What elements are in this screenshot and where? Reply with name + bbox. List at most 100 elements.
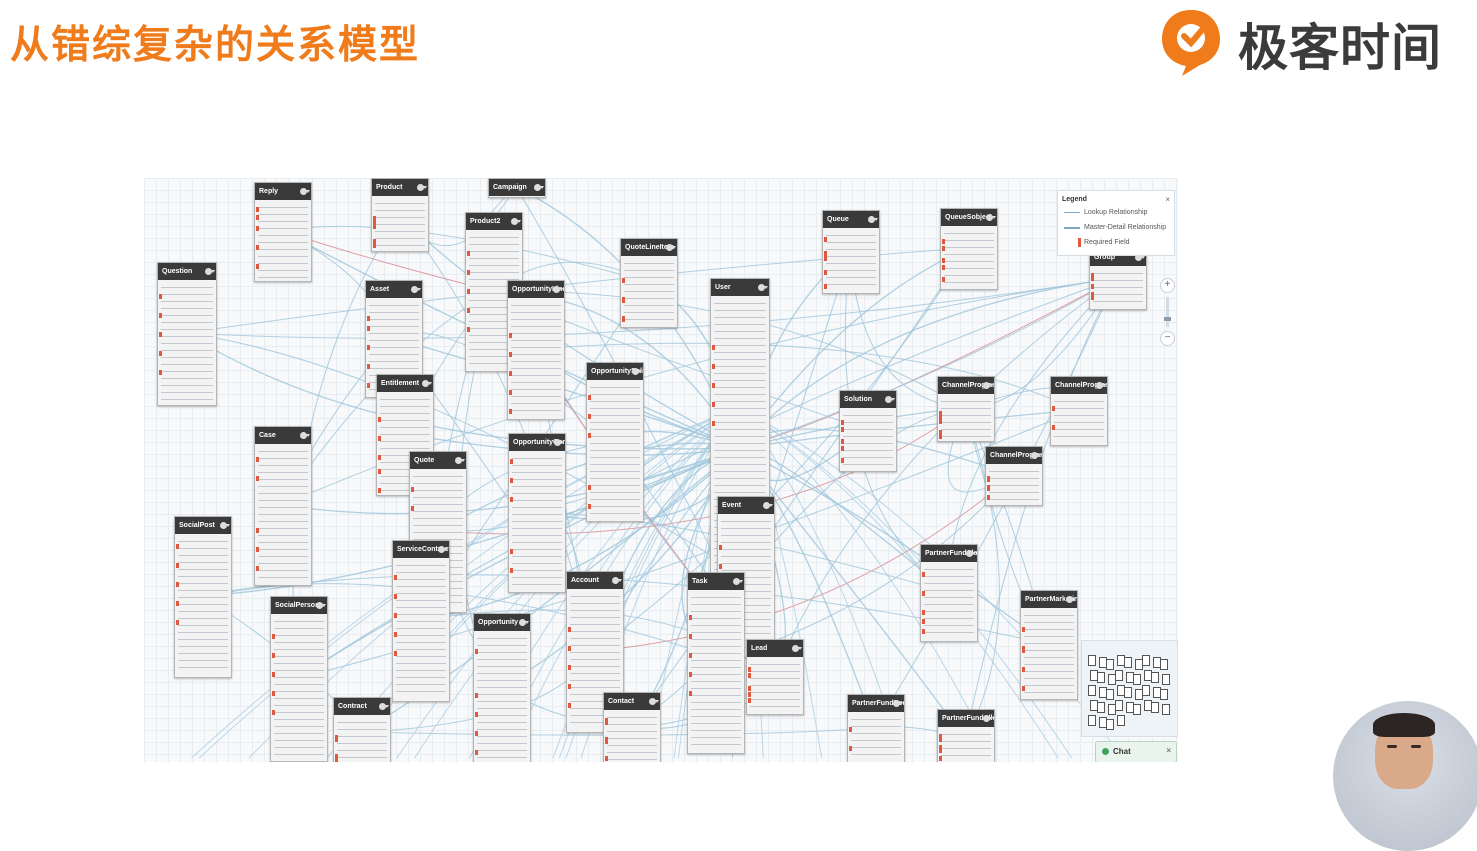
object-node-asset[interactable]: Asset [365, 280, 423, 398]
chevron-down-icon[interactable] [560, 441, 564, 444]
chevron-down-icon[interactable] [739, 580, 743, 583]
object-node-quotelineitem[interactable]: QuoteLineItem [620, 238, 678, 328]
gear-icon[interactable] [758, 284, 765, 291]
gear-icon[interactable] [411, 286, 418, 293]
object-node-queuesobject[interactable]: QueueSobject [940, 208, 998, 290]
chevron-down-icon[interactable] [444, 548, 448, 551]
gear-icon[interactable] [885, 396, 892, 403]
object-node-opportunitysplit[interactable]: OpportunitySplit [586, 362, 644, 522]
gear-icon[interactable] [417, 184, 424, 191]
gear-icon[interactable] [612, 577, 619, 584]
chevron-down-icon[interactable] [1072, 598, 1076, 601]
chevron-down-icon[interactable] [461, 459, 465, 462]
gear-icon[interactable] [763, 502, 770, 509]
object-node-partnerfundclaim[interactable]: PartnerFundClaim [920, 544, 978, 642]
minimap[interactable] [1081, 640, 1178, 737]
gear-icon[interactable] [511, 218, 518, 225]
object-node-channelprogram[interactable]: ChannelProgram [937, 376, 995, 442]
chevron-down-icon[interactable] [322, 604, 326, 607]
gear-icon[interactable] [893, 700, 900, 707]
chevron-down-icon[interactable] [385, 705, 389, 708]
zoom-slider[interactable] [1163, 297, 1171, 327]
gear-icon[interactable] [966, 550, 973, 557]
chevron-down-icon[interactable] [638, 370, 642, 373]
object-node-task[interactable]: Task [687, 572, 745, 754]
gear-icon[interactable] [1031, 452, 1038, 459]
chevron-down-icon[interactable] [428, 382, 432, 385]
gear-icon[interactable] [792, 645, 799, 652]
object-node-opportunity[interactable]: Opportunity [473, 613, 531, 762]
gear-icon[interactable] [983, 715, 990, 722]
chevron-down-icon[interactable] [226, 524, 230, 527]
chevron-down-icon[interactable] [211, 270, 215, 273]
gear-icon[interactable] [666, 244, 673, 251]
gear-icon[interactable] [316, 602, 323, 609]
object-node-partnerfundallocation[interactable]: PartnerFundAllocation [937, 709, 995, 762]
object-node-question[interactable]: Question [157, 262, 217, 406]
chevron-down-icon[interactable] [1141, 256, 1145, 259]
gear-icon[interactable] [983, 382, 990, 389]
object-node-socialpersona[interactable]: SocialPersona [270, 596, 328, 762]
gear-icon[interactable] [519, 619, 526, 626]
chevron-down-icon[interactable] [655, 700, 659, 703]
object-node-campaign[interactable]: Campaign [488, 178, 546, 198]
object-node-partnermarketingbudget[interactable]: PartnerMarketingBudget [1020, 590, 1078, 700]
chevron-down-icon[interactable] [769, 504, 773, 507]
chevron-down-icon[interactable] [517, 220, 521, 223]
gear-icon[interactable] [205, 268, 212, 275]
gear-icon[interactable] [220, 522, 227, 529]
gear-icon[interactable] [300, 188, 307, 195]
close-icon[interactable]: × [1165, 195, 1170, 204]
object-node-queue[interactable]: Queue [822, 210, 880, 294]
chevron-down-icon[interactable] [764, 286, 768, 289]
chevron-down-icon[interactable] [891, 398, 895, 401]
object-node-channelprogramlevel[interactable]: ChannelProgramLevel [1050, 376, 1108, 446]
chevron-down-icon[interactable] [423, 186, 427, 189]
gear-icon[interactable] [632, 368, 639, 375]
object-node-contract[interactable]: Contract [333, 697, 391, 762]
chevron-down-icon[interactable] [874, 218, 878, 221]
chevron-down-icon[interactable] [672, 246, 676, 249]
chevron-down-icon[interactable] [899, 702, 903, 705]
object-node-group[interactable]: Group [1089, 248, 1147, 310]
gear-icon[interactable] [300, 432, 307, 439]
zoom-in-icon[interactable]: + [1160, 278, 1175, 293]
chevron-down-icon[interactable] [989, 717, 993, 720]
gear-icon[interactable] [733, 578, 740, 585]
zoom-out-icon[interactable]: − [1160, 331, 1175, 346]
gear-icon[interactable] [1096, 382, 1103, 389]
gear-icon[interactable] [553, 286, 560, 293]
object-node-reply[interactable]: Reply [254, 182, 312, 282]
gear-icon[interactable] [554, 439, 561, 446]
object-node-channelprogrammember[interactable]: ChannelProgramMember [985, 446, 1043, 506]
gear-icon[interactable] [1135, 254, 1142, 261]
schema-builder-canvas[interactable]: ReplyQuestionProduct2AssetOpportunityLin… [144, 178, 1178, 762]
gear-icon[interactable] [1066, 596, 1073, 603]
gear-icon[interactable] [649, 698, 656, 705]
chevron-down-icon[interactable] [1037, 454, 1041, 457]
object-node-case[interactable]: Case [254, 426, 312, 586]
chevron-down-icon[interactable] [417, 288, 421, 291]
chevron-down-icon[interactable] [989, 384, 993, 387]
chevron-down-icon[interactable] [306, 190, 310, 193]
chevron-down-icon[interactable] [559, 288, 563, 291]
zoom-thumb[interactable] [1163, 317, 1171, 321]
gear-icon[interactable] [438, 546, 445, 553]
object-node-contact[interactable]: Contact [603, 692, 661, 762]
chevron-down-icon[interactable] [540, 186, 544, 189]
chevron-down-icon[interactable] [972, 552, 976, 555]
object-node-opportunitycontactrole[interactable]: OpportunityContactRole [508, 433, 566, 593]
object-node-socialpost[interactable]: SocialPost [174, 516, 232, 678]
object-node-partnerfundrequest[interactable]: PartnerFundRequest [847, 694, 905, 762]
chevron-down-icon[interactable] [798, 647, 802, 650]
gear-icon[interactable] [455, 457, 462, 464]
chevron-down-icon[interactable] [306, 434, 310, 437]
gear-icon[interactable] [868, 216, 875, 223]
object-node-lead[interactable]: Lead [746, 639, 804, 715]
chevron-down-icon[interactable] [992, 216, 996, 219]
chevron-down-icon[interactable] [525, 621, 529, 624]
gear-icon[interactable] [422, 380, 429, 387]
chat-close-icon[interactable]: × [1166, 746, 1171, 755]
chevron-down-icon[interactable] [618, 579, 622, 582]
gear-icon[interactable] [534, 184, 541, 191]
